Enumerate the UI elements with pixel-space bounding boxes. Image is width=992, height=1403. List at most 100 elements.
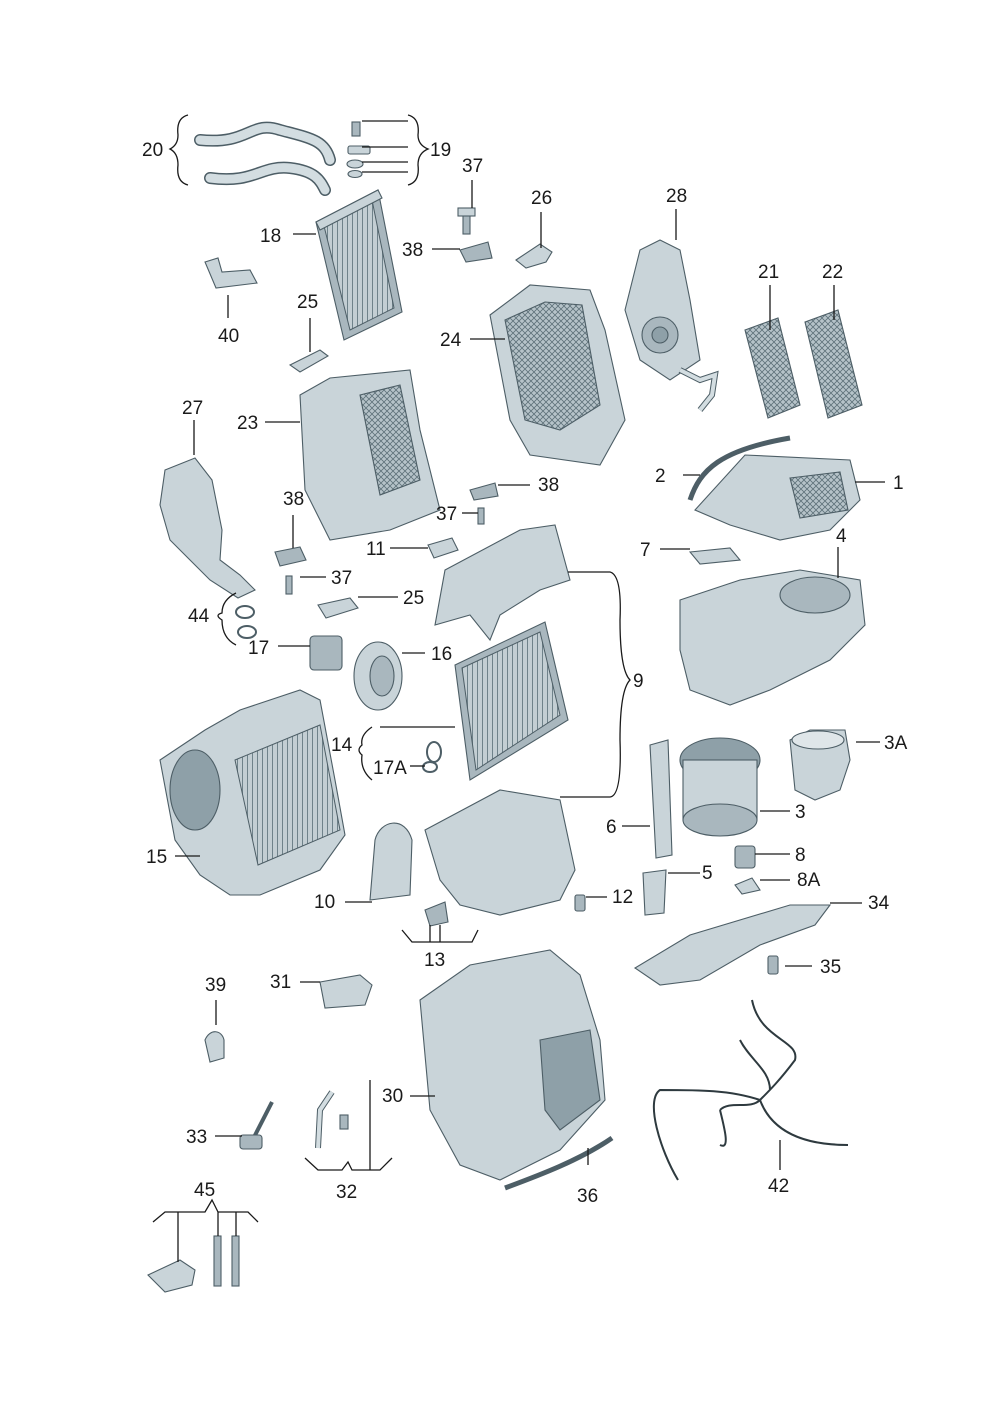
- callout-13: 13: [424, 950, 445, 971]
- o-ring-17a: [422, 741, 442, 773]
- blower-housing: [679, 569, 866, 706]
- callout-44: 44: [188, 606, 210, 627]
- heater-core: [315, 189, 403, 341]
- callout-42: 42: [768, 1176, 789, 1197]
- callout-4: 4: [836, 526, 847, 547]
- expansion-valve: [309, 635, 343, 671]
- blower-motor: [679, 737, 761, 837]
- callout-37-top: 37: [462, 156, 483, 177]
- cabin-filter: [744, 317, 801, 419]
- callout-31: 31: [270, 972, 291, 993]
- air-duct: [369, 822, 413, 901]
- callout-25-lower: 25: [403, 588, 424, 609]
- callout-17: 17: [248, 638, 269, 659]
- actuator-frame: [624, 239, 719, 412]
- callout-34: 34: [868, 893, 890, 914]
- side-frame: [159, 457, 256, 599]
- callout-37-left: 37: [331, 568, 352, 589]
- callout-8a: 8A: [797, 870, 821, 891]
- callout-8: 8: [795, 845, 806, 866]
- mounting-clip: [459, 241, 493, 263]
- callout-38-mid: 38: [538, 475, 559, 496]
- callout-45: 45: [194, 1180, 215, 1201]
- control-module: [642, 869, 667, 916]
- callout-6: 6: [606, 817, 617, 838]
- callout-23: 23: [237, 413, 258, 434]
- callout-12: 12: [612, 887, 633, 908]
- callout-18: 18: [260, 226, 281, 247]
- fastener-35: [767, 955, 779, 975]
- blower-wheel-cover: [789, 729, 851, 801]
- callout-24: 24: [440, 330, 462, 351]
- callout-38-top: 38: [402, 240, 423, 261]
- callout-19: 19: [430, 140, 451, 161]
- wiring-harness: [652, 999, 849, 1181]
- callout-3a: 3A: [884, 733, 908, 754]
- clip-39: [204, 1031, 225, 1063]
- hose-clamps: [346, 121, 371, 179]
- seal-36: [504, 1135, 614, 1191]
- gasket-8a: [734, 877, 761, 895]
- callout-37-mid: 37: [436, 504, 457, 525]
- callout-5: 5: [702, 863, 713, 884]
- callout-16: 16: [431, 644, 452, 665]
- callout-26: 26: [531, 188, 552, 209]
- callout-22: 22: [822, 262, 843, 283]
- callout-2: 2: [655, 466, 666, 487]
- callout-36: 36: [577, 1186, 598, 1207]
- clips-13: [424, 901, 449, 927]
- clip-11: [427, 537, 459, 559]
- resistor: [734, 845, 756, 869]
- heater-housing: [159, 689, 346, 896]
- undertray-cover: [633, 904, 832, 986]
- seal-strip: [204, 257, 258, 289]
- evaporator-cover-top: [434, 524, 571, 642]
- bracket: [515, 243, 553, 269]
- callout-33: 33: [186, 1127, 207, 1148]
- bracket-31: [319, 974, 373, 1009]
- callout-17a: 17A: [373, 758, 407, 779]
- bracket-small: [288, 349, 329, 373]
- screw-37-left: [285, 575, 293, 595]
- callout-14: 14: [331, 735, 353, 756]
- callout-27: 27: [182, 398, 203, 419]
- callout-10: 10: [314, 892, 335, 913]
- callout-3: 3: [795, 802, 806, 823]
- clip-38-mid: [469, 482, 499, 501]
- callout-1: 1: [893, 473, 904, 494]
- callout-11: 11: [366, 539, 386, 560]
- callout-32: 32: [336, 1182, 357, 1203]
- housing-section-upper: [489, 284, 626, 466]
- callout-15: 15: [146, 847, 167, 868]
- bracket-and-bolts: [147, 1235, 240, 1293]
- leader-lines: [152, 114, 885, 1262]
- callout-28: 28: [666, 186, 687, 207]
- callout-21: 21: [758, 262, 779, 283]
- foam-seal: [649, 739, 673, 859]
- callout-25-top: 25: [297, 292, 318, 313]
- callout-30: 30: [382, 1086, 403, 1107]
- callout-7: 7: [640, 540, 651, 561]
- housing-section-middle: [299, 369, 441, 541]
- callout-39: 39: [205, 975, 226, 996]
- screw-37-mid: [477, 507, 485, 525]
- coolant-hoses: [194, 121, 336, 196]
- bracket-25-lower: [317, 597, 359, 619]
- callout-38-left: 38: [283, 489, 304, 510]
- main-hvac-housing: [419, 949, 606, 1181]
- evaporator: [454, 621, 569, 781]
- o-rings: [235, 605, 257, 639]
- screw: [457, 207, 476, 235]
- callout-20: 20: [142, 140, 163, 161]
- seal: [688, 547, 742, 565]
- drain-hose: [315, 1090, 349, 1149]
- callout-40: 40: [218, 326, 239, 347]
- callout-labels: 20 19 37 18 26 28 38 21 22 40 25 24 27 2…: [142, 140, 908, 1207]
- sensor-12: [574, 894, 586, 912]
- temperature-sensor: [239, 1101, 274, 1150]
- air-distribution-housing: [687, 435, 861, 541]
- servo-motor: [353, 641, 403, 711]
- cabin-filter-charcoal: [804, 309, 863, 419]
- callout-35: 35: [820, 957, 841, 978]
